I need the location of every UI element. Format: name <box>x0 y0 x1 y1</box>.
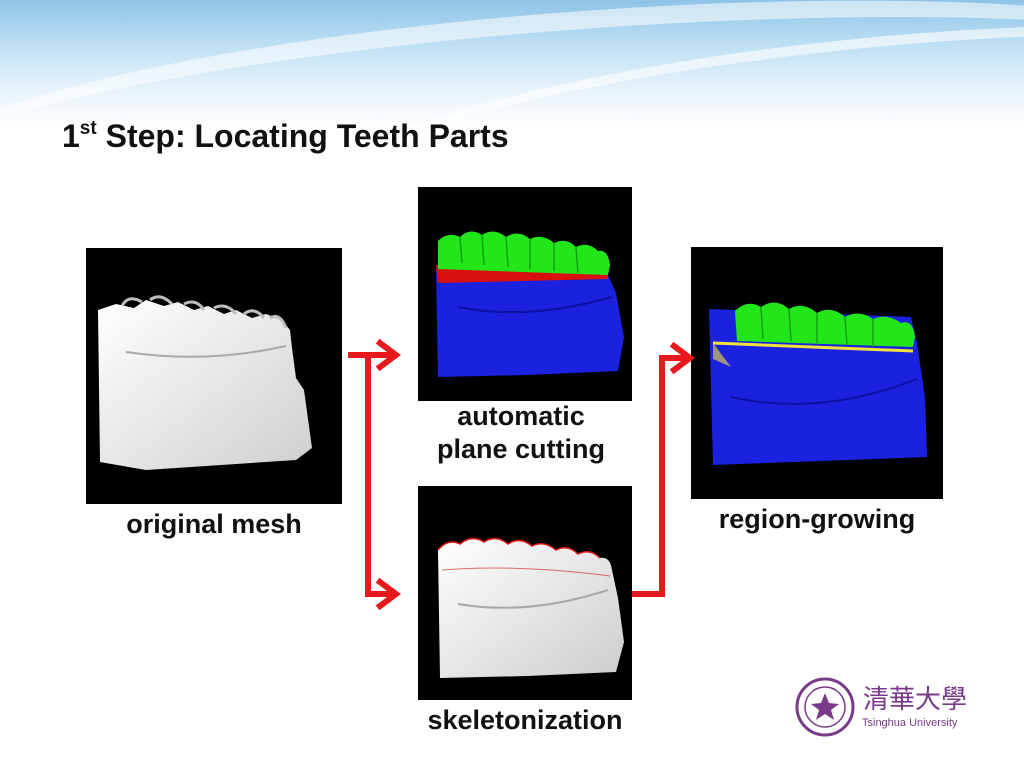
arrowhead-skeletonization <box>375 577 401 611</box>
region-growing-caption: region-growing <box>718 504 916 534</box>
skeletonization-caption: skeletonization <box>427 705 623 735</box>
skeletonization-image <box>418 486 632 700</box>
original-mesh-caption: original mesh <box>126 509 302 539</box>
slide-title: 1st Step: Locating Teeth Parts <box>62 118 509 155</box>
region-growing-image <box>691 247 943 499</box>
title-number: 1 <box>62 118 80 154</box>
plane-cutting-caption: automatic plane cutting <box>410 400 632 466</box>
seal-star-icon <box>811 693 839 720</box>
arrow-to-region-growing <box>632 355 689 597</box>
jaw-skeleton-render <box>437 537 624 678</box>
plane-cutting-image <box>418 187 632 401</box>
logo-english-name: Tsinghua University <box>862 717 958 729</box>
seal-inner-ring <box>804 686 846 728</box>
seal-outer-ring <box>795 677 855 737</box>
arrow-to-skeletonization <box>348 352 396 597</box>
title-ordinal-suffix: st <box>79 118 97 139</box>
arrowhead-region-growing <box>669 341 695 375</box>
logo-chinese-name: 清華大學 <box>863 685 967 715</box>
plane-cutting-caption-line2: plane cutting <box>437 434 605 464</box>
jaw-cut-render <box>436 231 624 377</box>
tsinghua-logo: 清華大學 <box>795 677 967 737</box>
original-mesh-image <box>86 248 342 504</box>
jaw-segmented-render <box>709 302 927 465</box>
header-background <box>0 0 1024 130</box>
plane-cutting-caption-line1: automatic <box>457 401 585 431</box>
jaw-mesh-render <box>98 295 312 470</box>
title-text: Step: Locating Teeth Parts <box>96 118 509 154</box>
arrowhead-plane-cutting <box>375 338 401 372</box>
